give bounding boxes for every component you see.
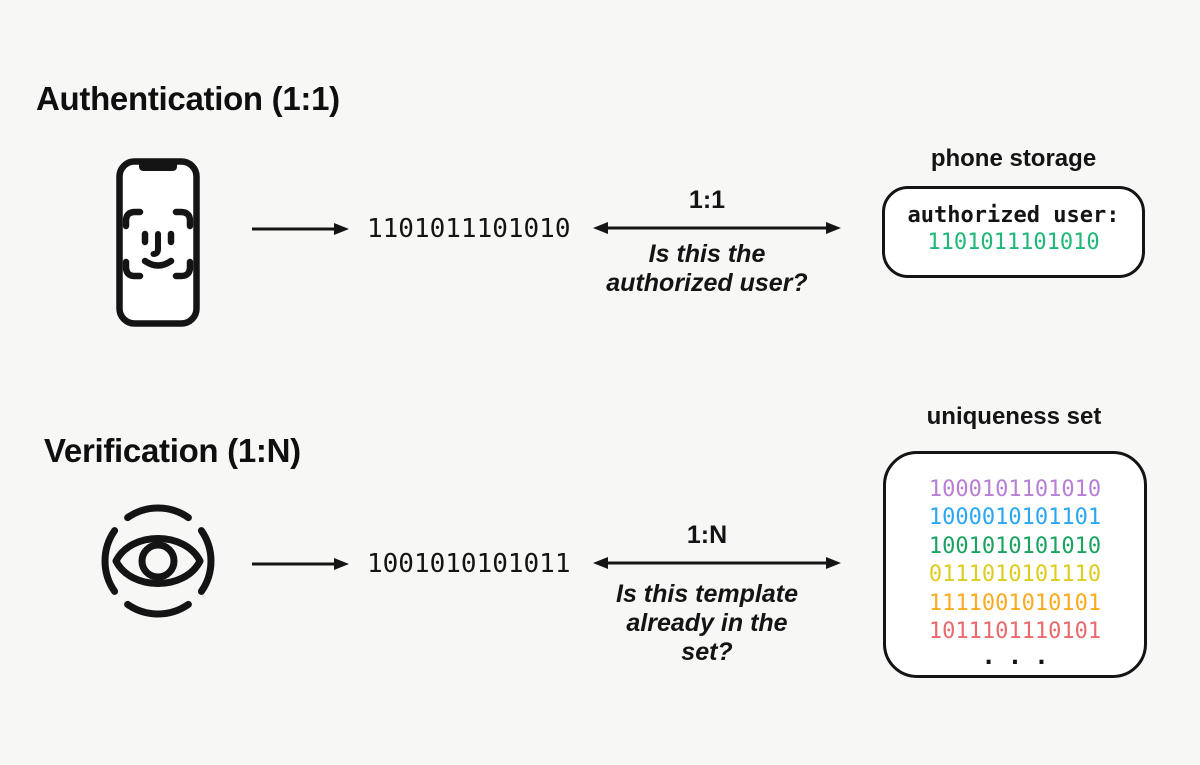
uniqueness-set-box: 1000101101010 1000010101101 100101010101… [883,451,1147,678]
verification-question-line: Is this template [616,580,798,608]
verification-relation-label: 1:N [686,521,728,549]
auth-template-binary: 1101011101010 [367,214,571,244]
verification-question: Is this template already in the set? [578,580,836,667]
set-entry: 1011101110101 [928,619,1102,645]
phone-faceid-icon [116,158,200,327]
auth-relation-label: 1:1 [688,186,726,214]
auth-question: Is this the authorized user? [578,240,836,298]
authorized-user-field-label: authorized user: [907,203,1120,228]
phone-storage-box: authorized user: 1101011101010 [882,186,1145,278]
set-entry: 1001010101010 [928,533,1102,559]
uniqueness-set-label: uniqueness set [926,403,1102,430]
auth-question-line: authorized user? [606,269,808,297]
auth-question-line: Is this the [648,240,766,268]
set-entry: 1000010101101 [928,505,1102,531]
verification-title: Verification (1:N) [44,432,301,469]
set-entry: 1000101101010 [928,477,1102,502]
verification-template-binary: 1001010101011 [367,549,571,579]
authorized-user-value: 1101011101010 [927,230,1100,255]
double-arrow-icon [593,222,841,234]
verification-question-line: set? [681,638,733,666]
double-arrow-icon [593,557,841,569]
arrow-right-icon [252,223,349,235]
set-ellipsis: ... [981,642,1061,671]
authentication-title: Authentication (1:1) [36,80,340,117]
verification-question-line: already in the [626,609,788,637]
set-entry: 0111010101110 [928,562,1102,588]
arrow-right-icon [252,558,349,570]
set-entry: 1111001010101 [928,590,1102,616]
phone-storage-label: phone storage [930,145,1097,172]
iris-scan-eye-icon [101,504,215,618]
